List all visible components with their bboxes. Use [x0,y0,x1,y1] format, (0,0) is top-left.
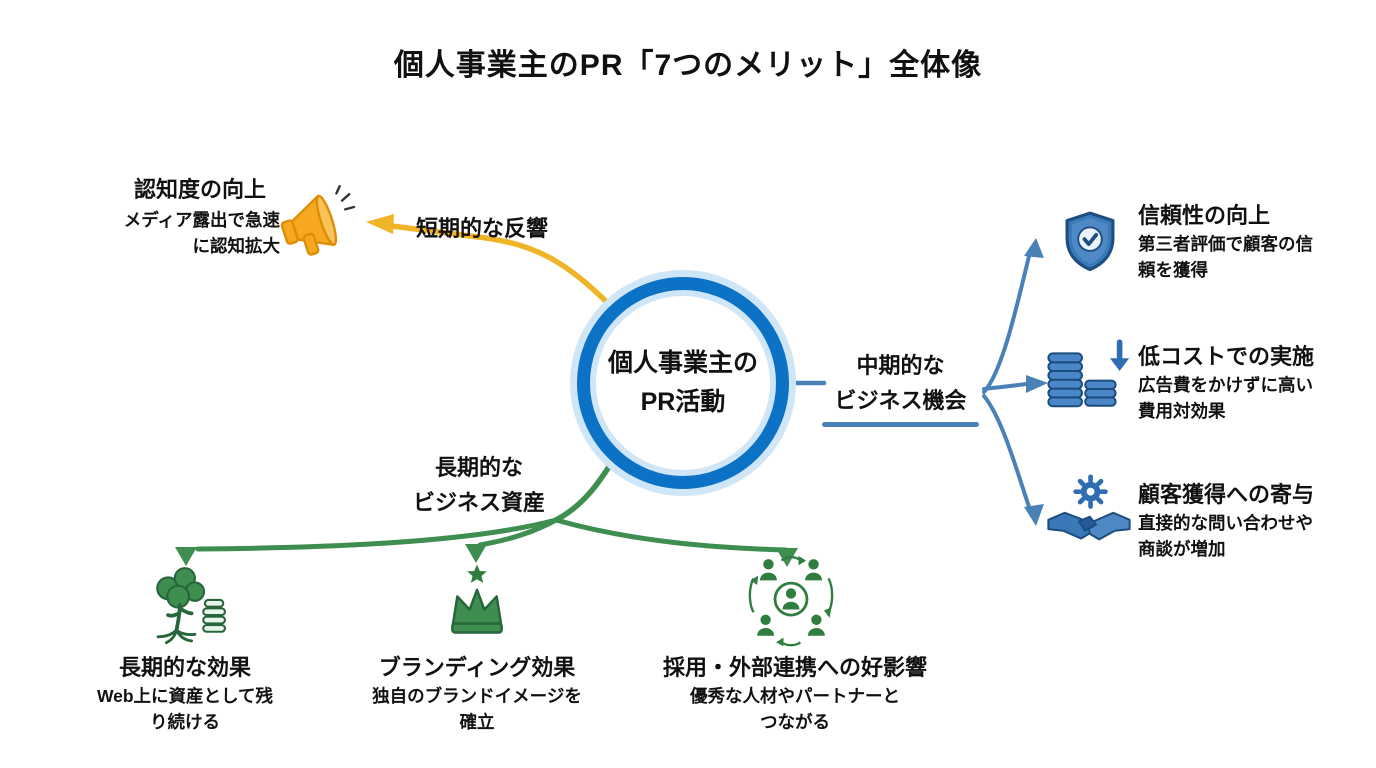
center-node-label: 個人事業主の PR活動 [607,349,758,416]
node-desc-branding: 独自のブランドイメージを 確立 [372,686,582,733]
node-desc-low-cost: 広告費をかけずに高い 費用対効果 [1138,375,1313,422]
node-title-long-term-effect: 長期的な効果 [118,655,251,680]
coin-stack-icon [1042,336,1130,422]
node-desc-long-term-effect: Web上に資産として残 り続ける [96,686,274,733]
branch-label-long-term: 長期的な ビジネス資産 [412,455,545,516]
connector-long-term [175,459,798,567]
center-node: 個人事業主の PR活動 [577,277,789,489]
node-desc-recruiting: 優秀な人材やパートナーと つながる [690,686,900,733]
connector-mid-term [791,238,1048,526]
megaphone-icon [278,183,358,263]
crown-icon [436,561,518,645]
branch-label-mid-term: 中期的な ビジネス機会 [834,353,967,414]
node-title-recruiting: 採用・外部連携への好影響 [662,655,927,680]
page-title: 個人事業主のPR「7つのメリット」全体像 [393,49,983,82]
people-network-icon [744,552,838,650]
node-desc-trust: 第三者評価で顧客の信 頼を獲得 [1138,234,1313,281]
node-title-customer-acquisition: 顧客獲得への寄与 [1138,482,1315,507]
connector-short-term [366,214,618,313]
node-title-trust: 信頼性の向上 [1138,203,1271,228]
gear-handshake-icon [1046,466,1132,558]
money-tree-icon [143,560,235,650]
node-title-low-cost: 低コストでの実施 [1138,344,1315,369]
shield-check-icon [1059,202,1121,280]
branch-label-short-term: 短期的な反響 [416,216,549,241]
node-desc-awareness: メディア露出で急速 に認知拡大 [123,210,280,257]
node-title-branding: ブランディング効果 [378,655,576,680]
node-title-awareness: 認知度の向上 [133,177,266,202]
node-desc-customer-acquisition: 直接的な問い合わせや 商談が増加 [1138,513,1313,560]
